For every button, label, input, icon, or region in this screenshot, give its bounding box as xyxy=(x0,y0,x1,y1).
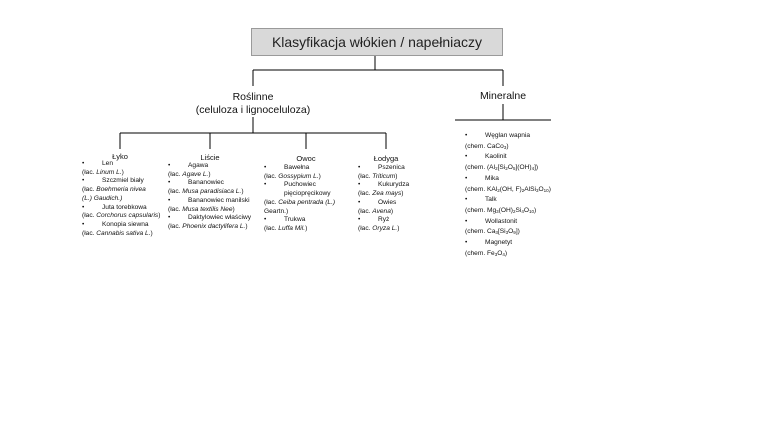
bullet-icon: • xyxy=(82,203,85,211)
list-minerals: •Węglan wapnia (chem. CaCo3) •Kaolinit (… xyxy=(465,131,551,259)
bullet-icon: • xyxy=(465,174,468,182)
list-item: •Kaolinit xyxy=(465,152,551,163)
list-item: •Talk xyxy=(465,195,551,206)
bullet-icon: • xyxy=(358,216,361,224)
bullet-icon: • xyxy=(465,196,468,204)
list-item: •Daktylowiec właściwy xyxy=(168,214,252,222)
latin-name-cont: (L.) Gaudich.) xyxy=(82,194,123,202)
list-item: •Bawełna xyxy=(264,164,310,171)
latin-name: (łac. Gossypium L.) xyxy=(264,172,321,180)
latin-name: (łac. Cannabis sativa L.) xyxy=(82,229,153,237)
branch-mineral-label: Mineralne xyxy=(479,90,527,102)
list-item: •Konopia siewna xyxy=(82,220,149,228)
branch-mineral: Mineralne xyxy=(463,90,543,103)
branch-plant: Roślinne (celuloza i lignoceluloza) xyxy=(168,91,338,117)
bullet-icon: • xyxy=(358,198,361,206)
bullet-icon: • xyxy=(358,164,361,171)
chem-formula: (chem. Ca3[Si3O9]) xyxy=(465,228,520,236)
latin-name: (łac. Avena) xyxy=(358,207,394,215)
list-item: •Magnetyt xyxy=(465,238,551,249)
latin-name: (łac. Oryza L.) xyxy=(358,224,400,232)
latin-name: (łac. Musa textilis Nee) xyxy=(168,205,235,213)
list-item: •Wollastonit xyxy=(465,217,551,228)
list-item: •Puchowiec xyxy=(264,181,316,189)
list-item: •Bananowiec xyxy=(168,179,224,187)
list-item: •Węglan wapnia xyxy=(465,131,551,142)
latin-name: (łac. Luffa Mil.) xyxy=(264,224,308,232)
latin-name: (łac. Ceiba pentrada (L.) xyxy=(264,198,336,206)
bullet-icon: • xyxy=(264,216,267,224)
list-item: •Bananowiec manilski xyxy=(168,196,250,204)
bullet-icon: • xyxy=(82,177,85,185)
list-lyko: •Len (łac. Linum L.) •Szczmiel biały (ła… xyxy=(82,160,160,238)
bullet-icon: • xyxy=(465,132,468,139)
chem-formula: (chem. KAl2(OH, F)2AlSi3O10) xyxy=(465,185,551,193)
latin-name: (łac. Linum L.) xyxy=(82,168,124,176)
bullet-icon: • xyxy=(82,160,85,167)
bullet-icon: • xyxy=(264,181,267,189)
latin-name: (łac. Triticum) xyxy=(358,172,398,180)
bullet-icon: • xyxy=(168,162,171,169)
list-item: •Szczmiel biały xyxy=(82,177,144,185)
latin-name-cont: Geartn.) xyxy=(264,207,289,215)
list-owoc: •Bawełna (łac. Gossypium L.) •Puchowiec … xyxy=(264,164,335,234)
latin-name: (łac. Corchorus capsularis) xyxy=(82,212,161,220)
chem-formula: (chem. Mg3(OH)2Si4O10) xyxy=(465,206,537,214)
bullet-icon: • xyxy=(358,181,361,189)
chem-formula: (chem. CaCo3) xyxy=(465,142,509,150)
list-item: •Len xyxy=(82,160,114,167)
latin-name: (łac. Boehmeria nivea xyxy=(82,186,146,194)
list-item: •Agawa xyxy=(168,162,209,169)
list-item: •Mika xyxy=(465,174,551,185)
chem-formula: (chem. Fe3O4) xyxy=(465,249,508,257)
list-item: •Owies xyxy=(358,198,397,206)
group-owoc-label: Owoc xyxy=(296,154,316,163)
branch-plant-sublabel: (celuloza i lignoceluloza) xyxy=(195,104,311,116)
list-item-cont: pięciopręcikowy xyxy=(284,190,331,198)
list-item: •Trukwa xyxy=(264,216,306,224)
group-liscie-label: Liście xyxy=(200,153,220,162)
list-liscie: •Agawa (łac. Agave L.) •Bananowiec (łac.… xyxy=(168,162,251,232)
group-lodyga-label: Łodyga xyxy=(373,154,399,163)
branch-plant-label: Roślinne xyxy=(232,91,274,103)
bullet-icon: • xyxy=(168,214,171,222)
chem-formula: (chem. (Al2[Si2O5](OH)4]) xyxy=(465,164,539,172)
latin-name: (łac. Phoenix dactylifera L.) xyxy=(168,222,248,230)
bullet-icon: • xyxy=(168,179,171,187)
latin-name: (łac. Zea mays) xyxy=(358,190,404,198)
list-item: •Ryż xyxy=(358,216,390,224)
list-item: •Pszenica xyxy=(358,164,405,171)
latin-name: (łac. Musa paradisiaca L.) xyxy=(168,188,244,196)
bullet-icon: • xyxy=(465,239,468,247)
diagram-title-text: Klasyfikacja włókien / napełniaczy xyxy=(271,34,483,50)
list-item: •Juta torebkowa xyxy=(82,203,147,211)
bullet-icon: • xyxy=(82,220,85,228)
latin-name: (łac. Agave L.) xyxy=(168,170,211,178)
bullet-icon: • xyxy=(465,217,468,225)
bullet-icon: • xyxy=(168,196,171,204)
bullet-icon: • xyxy=(465,153,468,161)
diagram-title: Klasyfikacja włókien / napełniaczy xyxy=(251,28,503,56)
bullet-icon: • xyxy=(264,164,267,171)
group-lyko-label: Łyko xyxy=(112,152,128,161)
list-lodyga: •Pszenica (łac. Triticum) •Kukurydza (ła… xyxy=(358,164,409,234)
list-item: •Kukurydza xyxy=(358,181,410,189)
